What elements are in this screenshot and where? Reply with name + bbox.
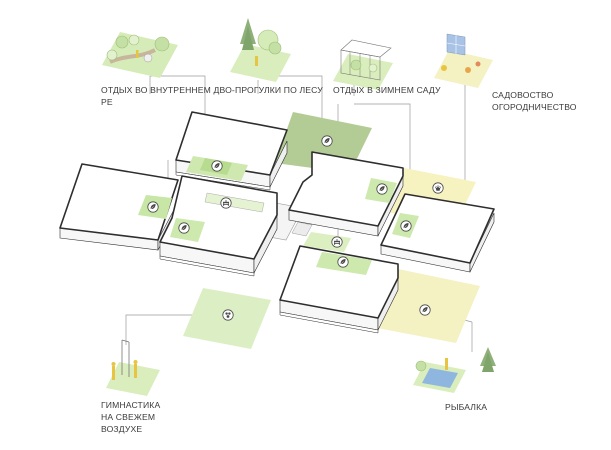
leaf-icon (321, 135, 333, 147)
winter-garden-label-line: ОТДЫХ В ЗИМНЕМ САДУ (333, 85, 441, 95)
leaf-icon (419, 304, 431, 316)
gymnastics-label-line: ГИМНАСТИКА (101, 400, 161, 410)
gardening-label-line: ОГОРОДНИЧЕСТВО (492, 102, 577, 112)
building-b (59, 163, 179, 251)
gardening-vignette-image (434, 33, 493, 88)
gardening-label-line: САДОВОСТВО (492, 90, 554, 100)
bench-icon (331, 236, 343, 248)
forest-walks-label-line: ПРОГУЛКИ ПО ЛЕСУ (235, 85, 323, 95)
courtyard-label-line: РЕ (101, 97, 113, 107)
leaf-icon (211, 160, 223, 172)
leaf-icon (147, 201, 159, 213)
bench-icon (220, 197, 232, 209)
forest-walks-label: ПРОГУЛКИ ПО ЛЕСУ (235, 84, 323, 96)
courtyard-label: ОТДЫХ ВО ВНУТРЕННЕМ ДВО- РЕ (101, 84, 235, 108)
leaf-icon (376, 183, 388, 195)
winter-garden-label: ОТДЫХ В ЗИМНЕМ САДУ (333, 84, 441, 96)
fishing-label: РЫБАЛКА (445, 401, 487, 413)
fishing-label-line: РЫБАЛКА (445, 402, 488, 412)
building-d (159, 175, 278, 277)
winter-garden-vignette-image (333, 39, 393, 90)
gymnastics-label-line: ВОЗДУХЕ (101, 424, 143, 434)
fishing-vignette-image (413, 347, 496, 393)
gymnastics-label-line: НА СВЕЖЕМ (101, 412, 156, 422)
leaf-icon (400, 220, 412, 232)
paw-icon (222, 309, 234, 321)
forest-vignette-image (230, 18, 291, 82)
building-e (380, 193, 495, 273)
leaf-icon (337, 256, 349, 268)
gymnastics-vignette-image (106, 339, 160, 396)
flower-pot-icon (432, 182, 444, 194)
courtyard-vignette-image (102, 32, 178, 78)
gardening-label: САДОВОСТВО ОГОРОДНИЧЕСТВО (492, 89, 577, 113)
leaf-icon (178, 222, 190, 234)
building-c (288, 151, 404, 237)
courtyard-label-line: ОТДЫХ ВО ВНУТРЕННЕМ ДВО- (101, 85, 235, 95)
gymnastics-label: ГИМНАСТИКА НА СВЕЖЕМ ВОЗДУХЕ (101, 399, 160, 435)
